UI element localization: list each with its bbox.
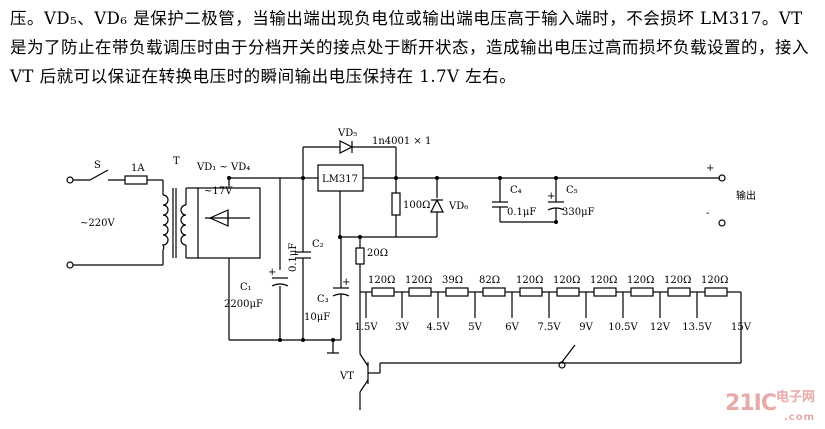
c2-value-label: 0.1μF bbox=[288, 243, 299, 272]
tap-voltage-label: 4.5V bbox=[426, 322, 450, 333]
tap-voltage-label: 6V bbox=[505, 322, 519, 333]
resistor-label: 120Ω bbox=[368, 275, 395, 286]
fuse-label: 1A bbox=[131, 163, 145, 174]
mains-voltage-label: ~220V bbox=[80, 218, 115, 229]
c5-label: C₅ bbox=[566, 185, 578, 196]
c4-value-label: 0.1μF bbox=[507, 207, 536, 218]
watermark-domain: .com bbox=[783, 412, 815, 423]
resistor-label: 120Ω bbox=[516, 275, 543, 286]
c2-label: C₂ bbox=[312, 239, 324, 250]
diode-note-label: 1n4001 × 1 bbox=[372, 136, 431, 147]
lm317-label: LM317 bbox=[322, 174, 358, 185]
vd5-label: VD₅ bbox=[337, 128, 357, 139]
tap-voltage-label: 12V bbox=[650, 322, 671, 333]
output-minus-label: - bbox=[706, 208, 709, 219]
c4-label: C₄ bbox=[510, 185, 522, 196]
watermark-logo: 21IC电子网 .com bbox=[725, 391, 815, 423]
resistor-chain-labels: 120Ω 120Ω 39Ω 82Ω 120Ω 120Ω 120Ω 120Ω 120Ω 120Ω bbox=[368, 275, 728, 286]
r20-label: 20Ω bbox=[367, 248, 388, 259]
tap-voltage-label: 9V bbox=[579, 322, 593, 333]
resistor-label: 120Ω bbox=[590, 275, 617, 286]
c3-label: C₃ bbox=[317, 294, 329, 305]
tap-voltage-label: 1.5V bbox=[354, 322, 378, 333]
tap-voltage-labels: 1.5V 3V 4.5V 5V 6V 7.5V 9V 10.5V 12V 13.5V 15V bbox=[354, 322, 751, 333]
resistor-label: 39Ω bbox=[442, 275, 463, 286]
tap-voltage-label: 5V bbox=[468, 322, 482, 333]
resistor-label: 120Ω bbox=[701, 275, 728, 286]
c3-value-label: 10μF bbox=[304, 312, 330, 323]
c1-value-label: 2200μF bbox=[224, 299, 263, 310]
resistor-label: 120Ω bbox=[553, 275, 580, 286]
vt-label: VT bbox=[339, 371, 354, 382]
switch-label: S bbox=[94, 160, 101, 171]
tap-voltage-label: 7.5V bbox=[537, 322, 561, 333]
tap-voltage-label: 13.5V bbox=[682, 322, 712, 333]
output-plus-label: + bbox=[706, 163, 714, 174]
c5-value-label: 330μF bbox=[562, 207, 595, 218]
c5-plus-label: + bbox=[547, 191, 555, 202]
tap-voltage-label: 15V bbox=[731, 322, 752, 333]
r100-label: 100Ω bbox=[403, 200, 430, 211]
tap-voltage-label: 10.5V bbox=[608, 322, 638, 333]
transformer-label: T bbox=[173, 156, 180, 167]
c1-plus-label: + bbox=[268, 267, 276, 278]
vd6-label: VD₆ bbox=[448, 201, 468, 212]
resistor-label: 120Ω bbox=[664, 275, 691, 286]
watermark-cn: 电子网 bbox=[775, 390, 815, 405]
c3-plus-label: + bbox=[342, 277, 350, 288]
watermark-brand: 21IC bbox=[725, 391, 777, 416]
resistor-label: 120Ω bbox=[627, 275, 654, 286]
resistor-label: 120Ω bbox=[405, 275, 432, 286]
description-paragraph: 压。VD₅、VD₆ 是保护二极管，当输出端出现负电位或输出端电压高于输入端时，不… bbox=[10, 9, 815, 86]
secondary-voltage-label: ~17V bbox=[204, 186, 233, 197]
bridge-label: VD₁ ~ VD₄ bbox=[196, 162, 250, 173]
resistor-label: 82Ω bbox=[479, 275, 500, 286]
tap-voltage-label: 3V bbox=[395, 322, 409, 333]
c1-label: C₁ bbox=[240, 282, 252, 293]
output-label: 输出 bbox=[736, 189, 756, 202]
